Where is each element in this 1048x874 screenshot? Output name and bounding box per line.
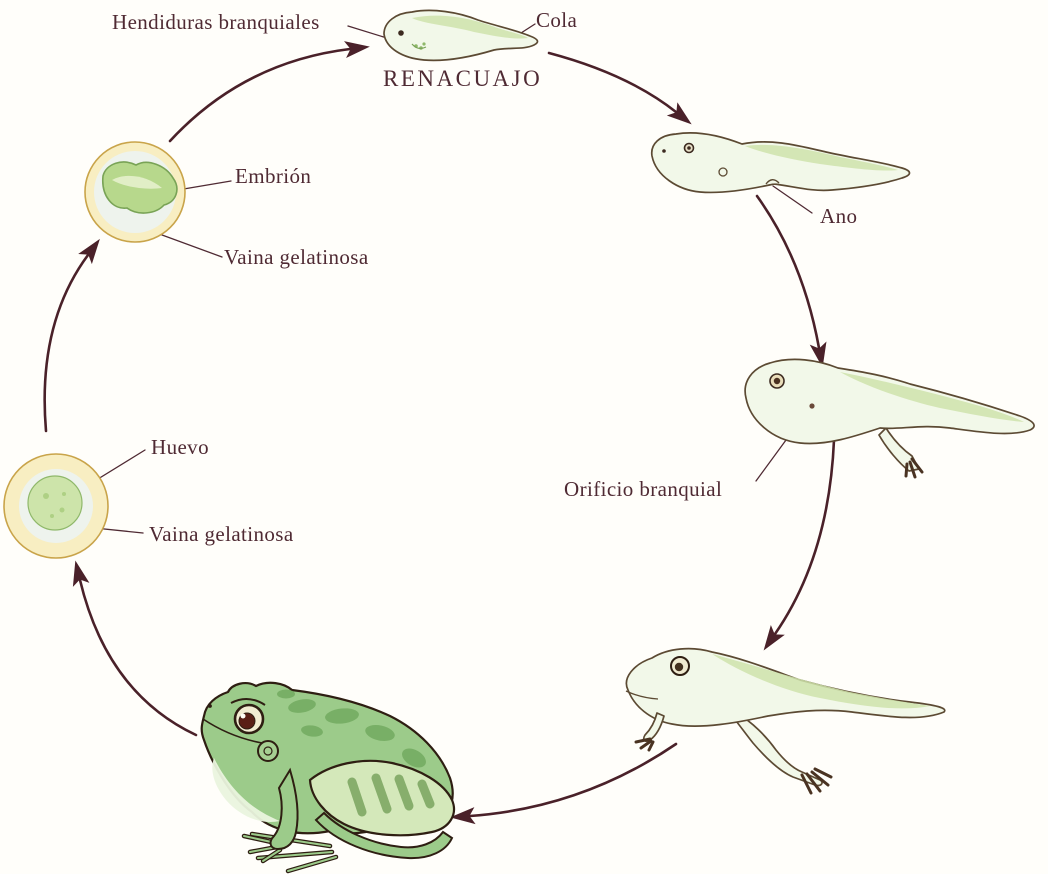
adult-frog-illustration xyxy=(200,681,456,874)
tadpole-stage-2-illustration xyxy=(650,131,911,194)
tadpole-stage-1-illustration xyxy=(383,9,539,62)
label-gill-slits: Hendiduras branquiales xyxy=(112,10,320,34)
arrow-egg-to-embryo xyxy=(43,238,100,433)
embryo-illustration xyxy=(84,141,186,243)
egg-illustration xyxy=(3,453,109,559)
frog-back-spots xyxy=(277,689,426,768)
arrow-stage3-to-froglet xyxy=(763,438,836,651)
arrow-embryo-to-tadpole xyxy=(168,41,370,143)
stage-caption-renacuajo: RENACUAJO xyxy=(383,66,543,91)
frog-mouth xyxy=(202,718,263,744)
tadpole3-gill-opening xyxy=(809,403,815,409)
tadpole3-hind-leg xyxy=(878,427,920,472)
froglet-mouth xyxy=(625,690,659,700)
label-embryo-sheath: Vaina gelatinosa xyxy=(224,245,369,269)
cycle-arrows xyxy=(43,41,836,825)
tadpole1-eye xyxy=(398,30,404,36)
frog-front-leg xyxy=(269,767,299,851)
froglet-hind-leg xyxy=(731,713,823,787)
arrow-tadpole-to-stage2 xyxy=(547,51,692,125)
froglet-illustration xyxy=(625,647,946,795)
tadpole3-toes xyxy=(904,457,924,479)
frog-nostril xyxy=(208,704,212,708)
label-embryo: Embrión xyxy=(235,164,312,188)
frog-calf xyxy=(314,811,454,860)
label-gill-opening: Orificio branquial xyxy=(564,477,723,501)
arrow-stage2-to-stage3 xyxy=(755,194,827,368)
label-tail: Cola xyxy=(536,8,578,32)
frog-tympanum xyxy=(257,740,279,762)
tadpole2-anus xyxy=(765,179,780,185)
tadpole-stage-3-illustration xyxy=(744,358,1035,479)
tadpole1-gills xyxy=(411,42,427,50)
egg-yolk xyxy=(27,475,83,531)
arrow-frog-to-egg xyxy=(72,560,198,737)
leader-anus xyxy=(772,185,813,214)
tadpole2-nostril xyxy=(662,149,666,153)
label-egg: Huevo xyxy=(151,435,209,459)
arrow-froglet-to-frog xyxy=(450,742,678,825)
froglet-hind-toes xyxy=(800,767,833,795)
label-egg-sheath: Vaina gelatinosa xyxy=(149,522,294,546)
frog-thigh-stripes xyxy=(347,773,435,817)
label-anus: Ano xyxy=(820,204,858,228)
tadpole2-spiracle xyxy=(718,167,728,177)
froglet-front-toes xyxy=(634,737,655,752)
frog-brow xyxy=(230,698,266,706)
